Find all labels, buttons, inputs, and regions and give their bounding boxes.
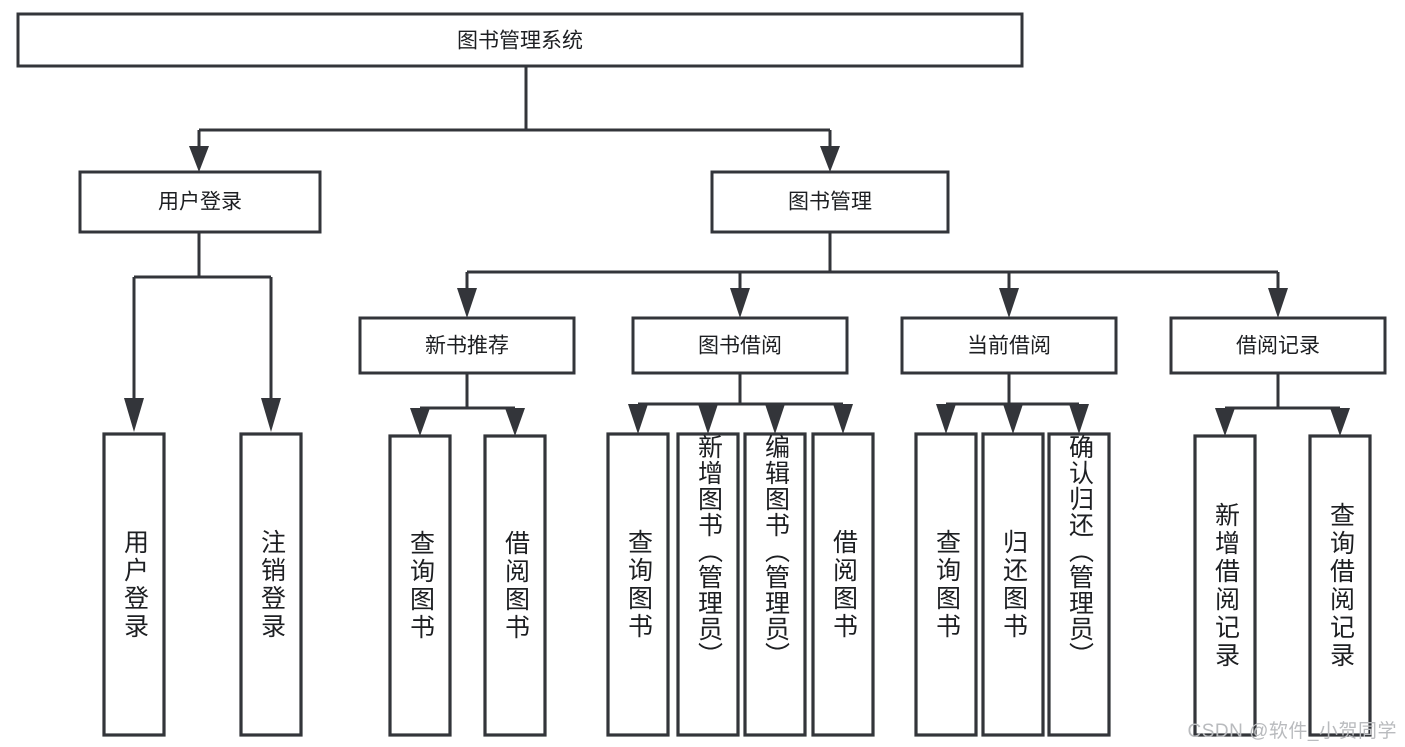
- leaf-box-edit-book[interactable]: [743, 432, 807, 737]
- leaf-box-query-book-2[interactable]: [606, 432, 670, 737]
- node-current-borrow-box[interactable]: [900, 316, 1118, 375]
- node-current-borrow-label: 当前借阅: [967, 335, 1051, 358]
- node-current-borrow[interactable]: 当前借阅: [900, 316, 1118, 375]
- arrow-head-leaf-query-record: [1330, 408, 1350, 436]
- node-user-login[interactable]: 用户登录: [78, 170, 322, 234]
- arrow-head-leaf-query-book-3: [936, 404, 956, 434]
- node-new-book-recommend-box[interactable]: [358, 316, 576, 375]
- connector-group-user-login: [124, 232, 281, 432]
- arrow-head-leaf-confirm-return: [1069, 404, 1089, 434]
- leaf-box-return-book[interactable]: [981, 432, 1045, 737]
- leaf-box-confirm-return[interactable]: [1047, 432, 1111, 737]
- node-book-borrow[interactable]: 图书借阅: [631, 316, 849, 375]
- connector-group-book-manage: [457, 232, 1288, 318]
- node-book-borrow-box[interactable]: [631, 316, 849, 375]
- leaf-box-logout-login[interactable]: [239, 432, 303, 737]
- node-root[interactable]: 图书管理系统: [16, 12, 1024, 68]
- leaf-box-add-book[interactable]: [676, 432, 740, 737]
- arrow-head-leaf-add-book: [698, 404, 718, 434]
- leaf-box-add-record[interactable]: [1193, 434, 1257, 737]
- leaf-box-query-book-3[interactable]: [914, 432, 978, 737]
- arrow-head-borrow-record: [1268, 288, 1288, 318]
- leaf-box-query-record[interactable]: [1308, 434, 1372, 737]
- arrow-head-leaf-add-record: [1215, 408, 1235, 436]
- connector-group-root: [189, 66, 840, 172]
- connector-group-book-borrow: [628, 373, 853, 434]
- arrow-head-current-borrow: [999, 288, 1019, 318]
- node-book-borrow-label: 图书借阅: [698, 335, 782, 358]
- connector-group-new-book-recommend: [410, 373, 525, 436]
- arrow-head-leaf-return-book: [1003, 404, 1023, 434]
- arrow-head-book-manage: [820, 146, 840, 172]
- node-root-label: 图书管理系统: [457, 30, 583, 53]
- arrow-head-new-book-recommend: [457, 288, 477, 318]
- arrow-head-user-login: [189, 146, 209, 172]
- leaf-boxes: [102, 432, 1372, 737]
- arrow-head-leaf-edit-book: [765, 404, 785, 434]
- leaf-box-user-login[interactable]: [102, 432, 166, 737]
- arrow-head-leaf-query-book-1: [410, 408, 430, 436]
- node-book-manage-box[interactable]: [710, 170, 950, 234]
- node-new-book-recommend[interactable]: 新书推荐: [358, 316, 576, 375]
- leaf-box-query-book-1[interactable]: [388, 434, 452, 737]
- node-book-manage-label: 图书管理: [788, 191, 872, 214]
- leaf-box-borrow-book-1[interactable]: [483, 434, 547, 737]
- leaf-box-borrow-book-2[interactable]: [811, 432, 875, 737]
- watermark-text: CSDN @软件_小贺同学: [1187, 721, 1397, 742]
- node-borrow-record-box[interactable]: [1169, 316, 1387, 375]
- node-root-box[interactable]: [16, 12, 1024, 68]
- node-borrow-record[interactable]: 借阅记录: [1169, 316, 1387, 375]
- arrow-head-leaf-borrow-book-2: [833, 404, 853, 434]
- connector-group-borrow-record: [1215, 373, 1350, 436]
- connector-group-current-borrow: [936, 373, 1089, 434]
- node-borrow-record-label: 借阅记录: [1236, 335, 1320, 358]
- node-user-login-label: 用户登录: [158, 191, 242, 214]
- arrow-head-book-borrow: [730, 288, 750, 318]
- node-new-book-recommend-label: 新书推荐: [425, 335, 509, 358]
- arrow-head-leaf-query-book-2: [628, 404, 648, 434]
- arrow-head-leaf-user-login: [124, 398, 144, 432]
- arrow-head-leaf-borrow-book-1: [505, 408, 525, 436]
- arrow-head-leaf-logout-login: [261, 398, 281, 432]
- node-user-login-box[interactable]: [78, 170, 322, 234]
- node-book-manage[interactable]: 图书管理: [710, 170, 950, 234]
